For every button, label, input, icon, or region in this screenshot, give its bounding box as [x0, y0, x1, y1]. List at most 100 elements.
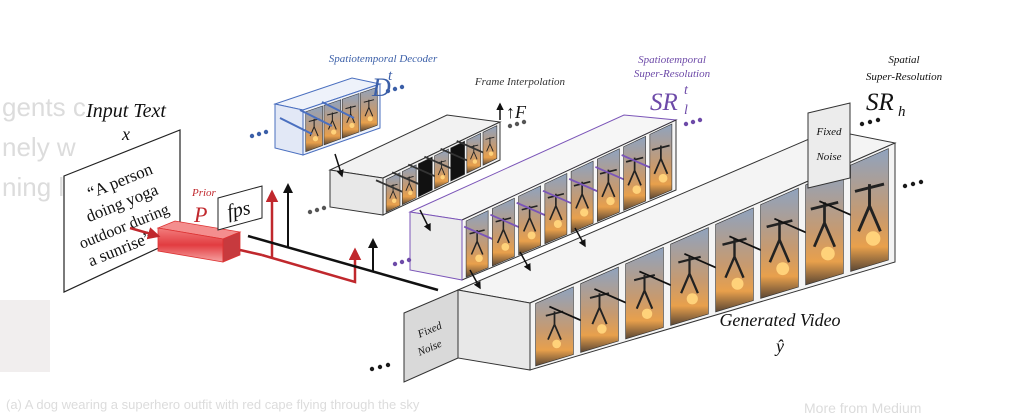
srl-arrow — [490, 213, 523, 230]
interp-sun — [472, 159, 478, 164]
srl-symbol: SR — [650, 89, 678, 116]
interp-figure — [469, 144, 479, 160]
srl-strip-side — [409, 211, 463, 281]
bg-more-from-medium: More from Medium — [804, 400, 922, 416]
dots-video-right — [902, 179, 924, 189]
dots-decoder-right — [385, 84, 405, 94]
srl-figure — [495, 217, 512, 244]
srh-symbol: SR — [866, 89, 894, 116]
srl-sun — [580, 208, 589, 217]
fixed-noise-back-label-2: Noise — [815, 151, 841, 163]
decoder-arrow-2 — [299, 109, 333, 127]
srl-frame — [518, 185, 541, 256]
decoder-frame — [305, 105, 323, 153]
srl-figure — [599, 168, 617, 198]
video-sun — [686, 293, 698, 305]
fps-box — [217, 185, 263, 231]
srl-sun — [553, 219, 562, 228]
video-sun — [552, 339, 562, 349]
decoder-sun — [349, 122, 355, 129]
video-figure — [854, 182, 885, 232]
srl-strip — [408, 114, 678, 281]
srl-figure — [651, 144, 670, 175]
decoder-figure — [308, 118, 320, 137]
srl-to-video-arrow-2 — [519, 251, 531, 272]
video-frames — [535, 148, 889, 367]
srl-to-video-arrow-3 — [574, 227, 586, 248]
video-strip: Fixed Noise Fixed Noise — [403, 102, 897, 383]
decoder-figure — [363, 99, 375, 117]
stage-transition-arrows — [334, 102, 586, 290]
srl-frame — [649, 123, 673, 200]
video-sun — [776, 262, 790, 276]
interp-sun — [408, 190, 413, 196]
video-figure — [633, 274, 656, 310]
video-figure — [678, 255, 701, 294]
decoder-frame — [323, 99, 342, 146]
srl-figure — [547, 193, 565, 221]
video-arrow — [684, 253, 717, 269]
srh-sub: h — [898, 104, 906, 120]
srl-sub: l — [684, 103, 688, 118]
bg-caption: (a) A dog wearing a superhero outfit wit… — [6, 397, 420, 412]
srl-sun — [501, 242, 510, 251]
srl-arrow — [463, 225, 497, 242]
srl-title-2: Super-Resolution — [634, 68, 711, 80]
decoder-arrow-3 — [321, 101, 355, 119]
fps-black-path — [247, 234, 439, 292]
interp-frame — [385, 172, 401, 213]
dots-srl-left — [392, 257, 412, 267]
fixed-noise-box-front — [403, 289, 459, 383]
srl-figure — [469, 229, 485, 255]
input-text-title: Input Text — [85, 100, 166, 122]
srh-title-1: Spatial — [888, 54, 919, 66]
dot-ellipses — [249, 84, 924, 372]
srl-arrow — [595, 166, 628, 182]
interp-figure — [436, 160, 447, 176]
video-sun — [821, 246, 835, 261]
labels: Input Text x Prior P fps Spatiotemporal … — [85, 53, 942, 356]
srl-frame — [544, 173, 568, 245]
srl-figure — [573, 180, 591, 209]
video-arrow — [549, 305, 582, 322]
prior-red-path — [261, 247, 362, 284]
bg-text-left-2: nely w — [2, 132, 76, 162]
fixed-noise-box-back — [807, 102, 851, 189]
bg-thumbnail — [0, 300, 50, 372]
video-strip-side — [457, 289, 531, 371]
video-sun — [597, 324, 607, 334]
decoder-strip — [273, 77, 382, 156]
srl-frame — [623, 135, 646, 211]
video-arrow — [729, 235, 762, 252]
interp-sun — [440, 175, 445, 180]
dots-srh-top — [859, 117, 881, 127]
interp-figure — [388, 183, 398, 199]
prior-red-line — [239, 248, 263, 257]
srl-arrow — [516, 201, 550, 218]
interp-frame — [466, 132, 482, 174]
decoder-sun — [367, 116, 373, 122]
video-figure — [589, 292, 610, 325]
video-figure — [545, 310, 564, 340]
srl-frame — [465, 210, 489, 278]
interp-title: Frame Interpolation — [474, 76, 566, 88]
srl-arrow — [568, 178, 602, 194]
decoder-strip-side — [274, 103, 304, 156]
srl-arrow — [542, 189, 576, 206]
interp-figure — [485, 136, 495, 152]
decoder-arrow-1 — [279, 117, 313, 135]
srl-frames — [463, 123, 673, 278]
interp-frame — [482, 125, 498, 166]
connectors — [129, 183, 439, 292]
interp-sun — [488, 151, 494, 156]
prior-block — [156, 185, 263, 263]
srl-figure — [521, 205, 538, 232]
generated-video-var: ŷ — [774, 336, 784, 356]
video-sun — [865, 231, 881, 246]
video-frame — [670, 227, 709, 326]
interp-frame — [418, 156, 433, 198]
dots-interp-right — [507, 119, 527, 129]
interp-symbol: ↑F — [506, 102, 527, 122]
